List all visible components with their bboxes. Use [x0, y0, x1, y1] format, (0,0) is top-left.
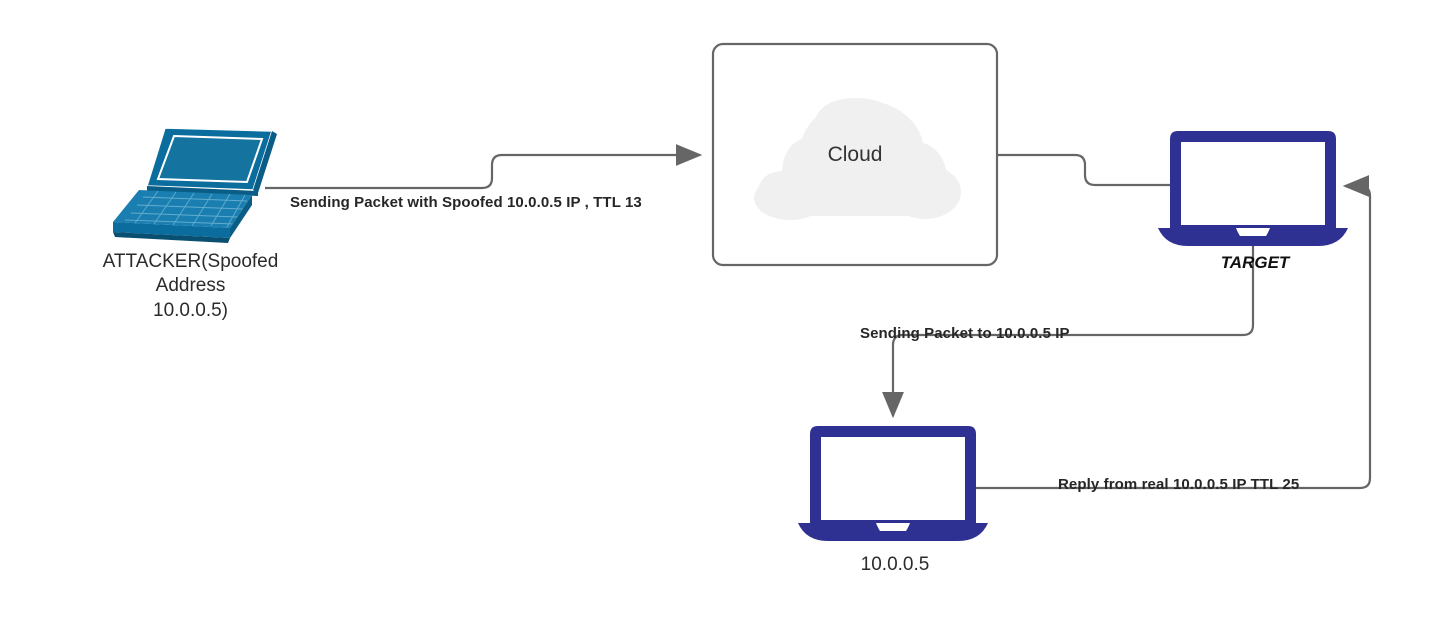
target-laptop-icon	[1158, 131, 1348, 246]
victim-laptop-icon	[798, 426, 988, 541]
edge-cloud-to-target	[997, 153, 1170, 187]
edge-attacker-to-cloud	[265, 144, 703, 190]
cloud-icon	[754, 98, 961, 220]
edge-victim-to-target	[975, 175, 1372, 490]
attacker-laptop-icon	[113, 127, 277, 243]
edge-target-to-victim	[882, 240, 1255, 419]
cloud-container	[711, 42, 999, 267]
